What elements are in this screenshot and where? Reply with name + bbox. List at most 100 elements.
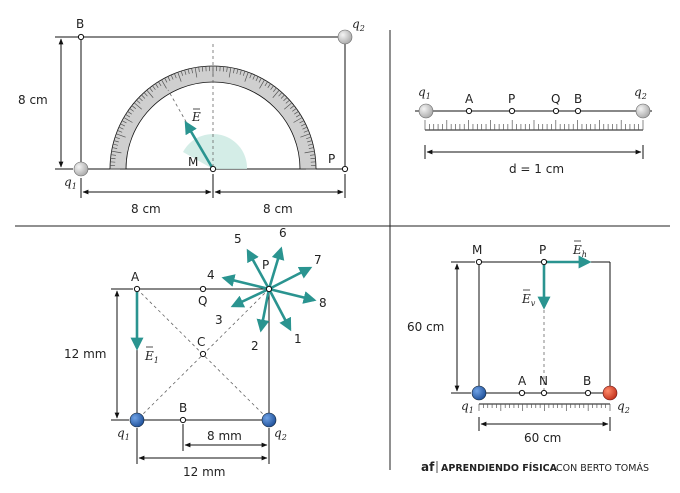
point-b — [179, 416, 187, 424]
point-b — [77, 33, 85, 41]
protractor-tick — [125, 114, 131, 118]
protractor-tick — [295, 114, 301, 118]
protractor-tick — [120, 123, 126, 127]
charge-q1 — [471, 385, 487, 401]
dim-left-text: 8 cm — [131, 202, 161, 216]
protractor-tick — [143, 92, 148, 97]
protractor-tick — [222, 66, 225, 72]
protractor-tick — [133, 102, 142, 110]
point-b — [574, 107, 582, 115]
point-p — [265, 285, 273, 293]
charge-q1 — [418, 103, 434, 119]
label-p: P — [508, 92, 515, 106]
protractor-tick — [187, 68, 190, 74]
protractor-tick — [158, 81, 162, 87]
vector-label-7: 7 — [314, 253, 322, 267]
point-a — [465, 107, 473, 115]
protractor-tick — [285, 99, 290, 104]
vector-2 — [256, 288, 271, 333]
brand-subtitle: CON BERTO TOMÁS — [556, 462, 649, 474]
point-q — [199, 285, 207, 293]
protractor-tick — [283, 97, 288, 102]
dim-bottom-text: 60 cm — [524, 431, 561, 445]
vector-label-1: 1 — [294, 332, 302, 346]
vector-label-8: 8 — [319, 296, 327, 310]
dim-vertical-text: 60 cm — [407, 320, 444, 334]
protractor-tick — [273, 87, 277, 92]
point-m — [209, 165, 217, 173]
label-q: Q — [198, 294, 207, 308]
protractor-tick — [164, 77, 168, 83]
protractor-tick — [300, 133, 310, 138]
label-p: P — [262, 258, 269, 272]
brand-logo: af — [421, 460, 435, 474]
protractor-tick — [280, 94, 285, 99]
protractor-tick — [170, 74, 174, 80]
dim-inner-text: 8 mm — [207, 429, 242, 443]
point-p — [508, 107, 516, 115]
protractor-tick — [278, 92, 283, 97]
protractor-ticks — [110, 66, 316, 170]
protractor-tick — [310, 157, 316, 160]
protractor-tick — [294, 111, 299, 115]
protractor-tick — [304, 150, 315, 154]
charge-q2 — [602, 385, 618, 401]
vector-8 — [268, 287, 317, 304]
label-q1: q1 — [64, 175, 77, 191]
protractor-tick — [114, 136, 120, 140]
protractor-tick — [233, 68, 235, 74]
protractor-tick — [110, 154, 117, 156]
protractor-tick — [123, 117, 133, 123]
protractor-tick — [293, 117, 303, 123]
label-a: A — [131, 270, 140, 284]
protractor-tick — [284, 102, 293, 110]
protractor-tick — [174, 73, 177, 79]
e-field-vector — [184, 120, 215, 170]
point-q — [552, 107, 560, 115]
protractor-tick — [302, 126, 308, 130]
protractor-tick — [228, 67, 232, 78]
vector-4 — [221, 274, 270, 291]
label-e1: E1 — [144, 349, 159, 365]
label-a: A — [518, 374, 527, 388]
brand-title: APRENDIENDO FÍSICA — [441, 462, 558, 474]
protractor-tick — [255, 76, 259, 82]
protractor-tick — [146, 89, 154, 98]
vector-label-4: 4 — [207, 268, 215, 282]
protractor-tick — [155, 83, 159, 88]
protractor-tick — [127, 111, 132, 115]
charge-q2 — [635, 103, 651, 119]
vector-1 — [267, 288, 292, 332]
label-q: Q — [551, 92, 560, 106]
protractor-tick — [191, 68, 193, 74]
vector-label-5: 5 — [234, 232, 242, 246]
label-b: B — [76, 17, 84, 31]
protractor-tick — [180, 70, 184, 76]
protractor-tick — [270, 85, 274, 90]
label-n: N — [539, 374, 548, 388]
charge-q2 — [337, 29, 353, 45]
label-q2: q2 — [274, 426, 287, 442]
dim-vertical-text: 12 mm — [64, 347, 106, 361]
point-b — [584, 389, 592, 397]
point-p — [540, 258, 548, 266]
label-m: M — [188, 155, 198, 169]
protractor-tick — [161, 79, 167, 89]
protractor-tick — [152, 85, 156, 90]
protractor-tick — [198, 66, 200, 73]
label-q2: q2 — [634, 85, 647, 101]
protractor-tick — [300, 123, 306, 127]
label-q1: q1 — [461, 399, 474, 415]
label-b: B — [583, 374, 591, 388]
protractor-tick — [167, 76, 171, 82]
protractor-tick — [239, 69, 242, 75]
point-a — [133, 285, 141, 293]
label-q1: q1 — [418, 85, 431, 101]
protractor-tick — [244, 72, 249, 82]
protractor-tick — [110, 157, 116, 160]
point-a — [518, 389, 526, 397]
point-c — [199, 350, 207, 358]
protractor-tick — [113, 140, 119, 143]
